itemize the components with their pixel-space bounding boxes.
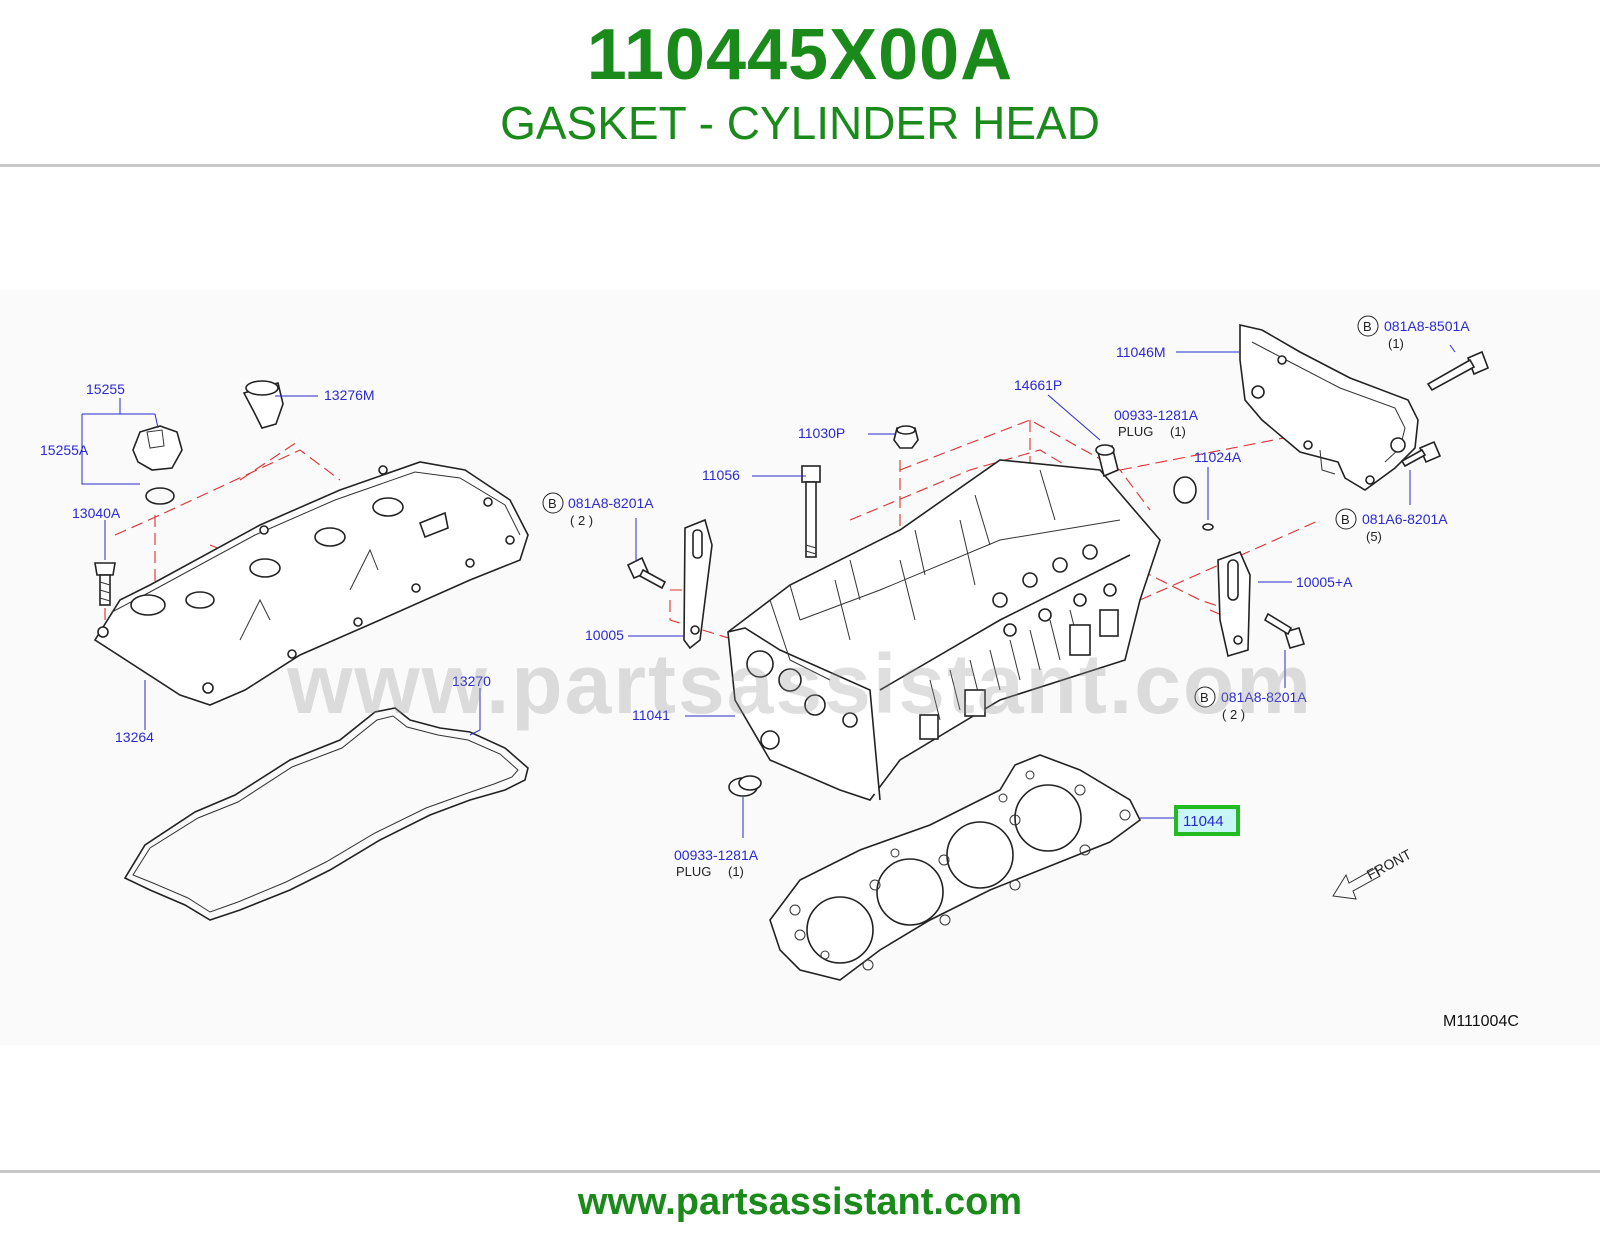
label-13264[interactable]: 13264: [115, 729, 154, 745]
page-header: 110445X00A GASKET - CYLINDER HEAD: [0, 0, 1600, 170]
dowel-11024A: [1202, 523, 1214, 531]
qty-081A8-8201A-right: ( 2 ): [1222, 707, 1245, 722]
plug-00933-1281A-upper: [1173, 476, 1197, 504]
bolt-081A8-8501A: [1426, 350, 1490, 392]
plug-label-lower: PLUG: [676, 864, 711, 879]
label-13276M[interactable]: 13276M: [324, 387, 375, 403]
label-00933-1281A-upper[interactable]: 00933-1281A: [1114, 407, 1199, 423]
head-bolt-11056: [801, 465, 821, 558]
lifting-hook-10005A: [1217, 550, 1251, 658]
front-label: FRONT: [1364, 846, 1414, 883]
label-081A8-8501A[interactable]: 081A8-8501A: [1384, 318, 1470, 334]
bolt-081A8-8201A-left: [626, 556, 667, 590]
label-11044[interactable]: 11044: [1183, 813, 1224, 830]
cylinder-head: [727, 459, 1161, 801]
label-081A8-8201A-left[interactable]: 081A8-8201A: [568, 495, 654, 511]
label-11056[interactable]: 11056: [702, 467, 740, 483]
reference-code: M111004C: [1443, 1013, 1519, 1030]
qty-081A8-8201A-left: ( 2 ): [570, 513, 593, 528]
qty-00933-1281A-upper: (1): [1170, 424, 1186, 439]
lifting-hook-10005: [683, 518, 713, 650]
label-11046M[interactable]: 11046M: [1116, 344, 1166, 360]
part-name-subtitle: GASKET - CYLINDER HEAD: [500, 97, 1100, 149]
label-10005A[interactable]: 10005+A: [1296, 574, 1353, 590]
label-081A6-8201A[interactable]: 081A6-8201A: [1362, 511, 1448, 527]
label-14661P[interactable]: 14661P: [1014, 377, 1062, 393]
head-valve-bores: [746, 544, 1117, 750]
part-labels: 15255 15255A 13040A 13276M 13264 13270 1…: [40, 315, 1519, 1030]
top-divider: [0, 164, 1600, 167]
label-00933-1281A-lower[interactable]: 00933-1281A: [674, 847, 759, 863]
bolt-081A6-8201A: [1400, 440, 1442, 468]
part-number-title: 110445X00A: [586, 15, 1014, 95]
watermark-text: www.partsassistant.com: [287, 637, 1313, 731]
qty-081A8-8501A: (1): [1388, 336, 1404, 351]
qty-081A6-8201A: (5): [1366, 529, 1382, 544]
bolt-081A8-8201A-right: [1263, 612, 1306, 649]
bolt-13040A: [94, 562, 116, 606]
rocker-cover-13264: [93, 461, 529, 706]
label-081A8-8201A-right[interactable]: 081A8-8201A: [1221, 689, 1307, 705]
bolt-marker-circle: [1194, 686, 1216, 708]
gasket-bolt-holes: [789, 770, 1131, 971]
label-15255A[interactable]: 15255A: [40, 442, 89, 458]
label-11024A[interactable]: 11024A: [1194, 449, 1242, 465]
bolt-marker-b: B: [1341, 512, 1350, 527]
bolt-marker-b: B: [1200, 690, 1209, 705]
rocker-cover-gasket-13270: [123, 707, 529, 921]
qty-00933-1281A-lower: (1): [728, 864, 744, 879]
bolt-marker-b: B: [1363, 319, 1372, 334]
bolt-marker-b: B: [548, 496, 557, 511]
plug-00933-1281A-lower: [728, 775, 762, 797]
leader-lines: [81, 344, 1456, 838]
oil-filler-cap-15255: [132, 425, 183, 505]
label-10005[interactable]: 10005: [585, 627, 624, 643]
label-13270[interactable]: 13270: [452, 673, 491, 689]
grommet-13276M: [242, 380, 284, 429]
rear-cover-11046M: [1239, 323, 1419, 491]
label-15255[interactable]: 15255: [86, 381, 125, 397]
bolt-marker-circle: [1357, 315, 1379, 337]
label-11041[interactable]: 11041: [632, 707, 670, 723]
plug-11030P: [893, 425, 919, 449]
bolt-marker-circle: [542, 492, 564, 514]
bolt-marker-circle: [1335, 508, 1357, 530]
label-11030P[interactable]: 11030P: [798, 425, 845, 441]
plug-label-upper: PLUG: [1118, 424, 1153, 439]
plug-14661P: [1095, 444, 1119, 478]
highlight-box-11044[interactable]: [1174, 805, 1240, 836]
footer-url[interactable]: www.partsassistant.com: [577, 1181, 1023, 1223]
label-13040A[interactable]: 13040A: [72, 505, 121, 521]
front-direction-arrow: FRONT: [1332, 846, 1414, 900]
head-gasket-11044: [769, 754, 1142, 981]
bottom-divider: [0, 1170, 1600, 1173]
